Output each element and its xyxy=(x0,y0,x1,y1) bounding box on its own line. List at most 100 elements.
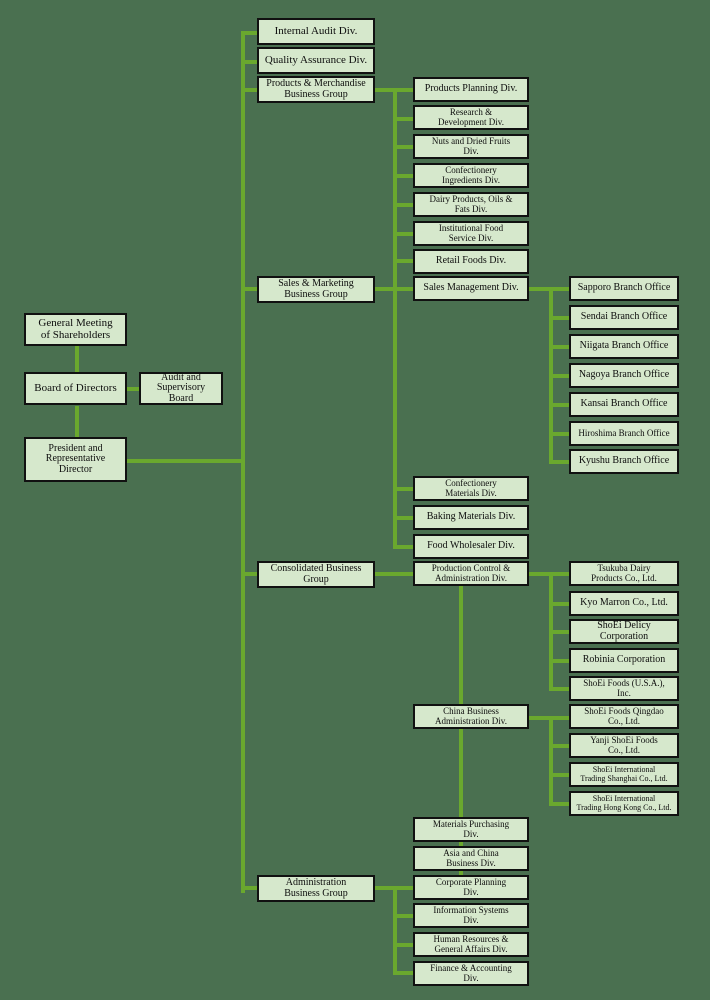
connector-china-sub-3 xyxy=(549,802,569,806)
branch-office-6-label: Kyushu Branch Office xyxy=(578,455,670,467)
node-subsidiary-shoei-international-trading-shanghai[interactable]: ShoEi International Trading Shanghai Co.… xyxy=(569,762,679,787)
connector-products-div-3 xyxy=(393,174,413,178)
connector-prod-sub-4 xyxy=(549,687,569,691)
products-div-1-line-2: Development Div. xyxy=(438,116,504,127)
node-nuts-dried-fruits-div[interactable]: Nuts and Dried Fruits Div. xyxy=(413,134,529,159)
node-quality-assurance-div[interactable]: Quality Assurance Div. xyxy=(257,47,375,74)
node-sales-marketing-business-group[interactable]: Sales & Marketing Business Group xyxy=(257,276,375,303)
node-products-merchandise-business-group[interactable]: Products & Merchandise Business Group xyxy=(257,76,375,103)
branch-office-1-label: Sendai Branch Office xyxy=(580,311,668,323)
node-baking-materials-div[interactable]: Baking Materials Div. xyxy=(413,505,529,530)
node-subsidiary-tsukuba-dairy-products[interactable]: Tsukuba Dairy Products Co., Ltd. xyxy=(569,561,679,586)
node-dairy-products-oils-fats-div[interactable]: Dairy Products, Oils & Fats Div. xyxy=(413,192,529,217)
node-sales-management-div[interactable]: Sales Management Div. xyxy=(413,276,529,301)
connector-sales-div-1 xyxy=(393,487,413,491)
connector-shareholders-to-board xyxy=(75,342,79,372)
node-food-wholesaler-div[interactable]: Food Wholesaler Div. xyxy=(413,534,529,559)
connector-spine-internal-audit xyxy=(241,31,259,35)
node-board-of-directors[interactable]: Board of Directors xyxy=(24,372,127,405)
prod-sub-4-line-2: Inc. xyxy=(617,687,631,698)
node-subsidiary-robinia-corporation[interactable]: Robinia Corporation xyxy=(569,648,679,673)
node-audit-and-supervisory-board[interactable]: Audit and Supervisory Board xyxy=(139,372,223,405)
node-branch-office-nagoya[interactable]: Nagoya Branch Office xyxy=(569,363,679,388)
node-branch-office-kyushu[interactable]: Kyushu Branch Office xyxy=(569,449,679,474)
connector-production-control-out xyxy=(529,572,553,576)
board-of-directors-label: Board of Directors xyxy=(34,381,117,394)
branch-office-0-label: Sapporo Branch Office xyxy=(577,282,671,294)
node-subsidiary-shoei-international-trading-hong-kong[interactable]: ShoEi International Trading Hong Kong Co… xyxy=(569,791,679,816)
node-retail-foods-div[interactable]: Retail Foods Div. xyxy=(413,249,529,274)
admin-div-2-line-1: Human Resources & xyxy=(433,934,509,945)
china-sub-2-line-1: ShoEi International xyxy=(592,765,656,775)
node-subsidiary-kyo-marron[interactable]: Kyo Marron Co., Ltd. xyxy=(569,591,679,616)
internal-audit-label: Internal Audit Div. xyxy=(274,24,358,37)
node-subsidiary-yanji-shoei-foods[interactable]: Yanji ShoEi Foods Co., Ltd. xyxy=(569,733,679,758)
node-administration-business-group[interactable]: Administration Business Group xyxy=(257,875,375,902)
node-production-control-administration-div[interactable]: Production Control & Administration Div. xyxy=(413,561,529,586)
node-materials-purchasing-div[interactable]: Materials Purchasing Div. xyxy=(413,817,529,842)
node-president-and-representative-director[interactable]: President and Representative Director xyxy=(24,437,127,482)
connector-consolidated-group-out xyxy=(375,572,413,576)
connector-branch-6 xyxy=(549,460,569,464)
node-internal-audit-div[interactable]: Internal Audit Div. xyxy=(257,18,375,45)
node-consolidated-business-group[interactable]: Consolidated Business Group xyxy=(257,561,375,588)
node-branch-office-sapporo[interactable]: Sapporo Branch Office xyxy=(569,276,679,301)
node-branch-office-sendai[interactable]: Sendai Branch Office xyxy=(569,305,679,330)
connector-sales-div-3 xyxy=(393,545,413,549)
connector-products-div-0 xyxy=(393,88,413,92)
node-branch-office-hiroshima[interactable]: Hiroshima Branch Office xyxy=(569,421,679,446)
connector-china-sub-0 xyxy=(549,716,569,720)
connector-branch-3 xyxy=(549,374,569,378)
connector-admin-div-0 xyxy=(393,886,413,890)
admin-div-0-line-1: Corporate Planning xyxy=(435,877,507,888)
node-subsidiary-shoei-foods-qingdao[interactable]: ShoEi Foods Qingdao Co., Ltd. xyxy=(569,704,679,729)
china-sub-3-line-2: Trading Hong Kong Co., Ltd. xyxy=(576,802,672,812)
china-sub-3-line-1: ShoEi International xyxy=(592,794,656,804)
prod-sub-0-line-2: Products Co., Ltd. xyxy=(591,572,657,583)
president-line-1: President and xyxy=(48,442,103,454)
products-div-6-line-1: Retail Foods Div. xyxy=(435,255,507,267)
connector-board-to-president xyxy=(75,406,79,438)
branch-office-3-label: Nagoya Branch Office xyxy=(578,369,670,381)
node-branch-office-kansai[interactable]: Kansai Branch Office xyxy=(569,392,679,417)
node-subsidiary-shoei-foods-usa[interactable]: ShoEi Foods (U.S.A.), Inc. xyxy=(569,676,679,701)
node-corporate-planning-div[interactable]: Corporate Planning Div. xyxy=(413,875,529,900)
node-china-business-administration-div[interactable]: China Business Administration Div. xyxy=(413,704,529,729)
prod-sub-3-line-1: Robinia Corporation xyxy=(582,654,666,666)
products-div-4-line-1: Dairy Products, Oils & xyxy=(429,194,513,205)
connector-products-div-4 xyxy=(393,203,413,207)
node-general-meeting-of-shareholders[interactable]: General Meeting of Shareholders xyxy=(24,313,127,346)
consolidated-div-3-line-2: Business Div. xyxy=(446,857,496,868)
connector-admin-div-2 xyxy=(393,943,413,947)
consolidated-div-2-line-1: Materials Purchasing xyxy=(432,819,510,830)
node-institutional-food-service-div[interactable]: Institutional Food Service Div. xyxy=(413,221,529,246)
connector-china-sub-1 xyxy=(549,744,569,748)
node-branch-office-niigata[interactable]: Niigata Branch Office xyxy=(569,334,679,359)
node-finance-accounting-div[interactable]: Finance & Accounting Div. xyxy=(413,961,529,986)
connector-board-to-audit xyxy=(127,387,141,391)
node-information-systems-div[interactable]: Information Systems Div. xyxy=(413,903,529,928)
node-asia-and-china-business-div[interactable]: Asia and China Business Div. xyxy=(413,846,529,871)
consolidated-div-1-line-1: China Business xyxy=(443,706,499,717)
node-human-resources-general-affairs-div[interactable]: Human Resources & General Affairs Div. xyxy=(413,932,529,957)
connector-spine-quality-assurance xyxy=(241,60,259,64)
node-research-development-div[interactable]: Research & Development Div. xyxy=(413,105,529,130)
node-confectionery-materials-div[interactable]: Confectionery Materials Div. xyxy=(413,476,529,501)
products-div-5-line-2: Service Div. xyxy=(448,232,494,243)
connector-admin-div-1 xyxy=(393,914,413,918)
consolidated-group-line-1: Consolidated Business xyxy=(270,563,362,574)
node-confectionery-ingredients-div[interactable]: Confectionery Ingredients Div. xyxy=(413,163,529,188)
shareholders-line-1: General Meeting xyxy=(38,316,113,329)
connector-branch-2 xyxy=(549,345,569,349)
products-div-2-line-1: Nuts and Dried Fruits xyxy=(431,136,511,147)
connector-products-div-6 xyxy=(393,259,413,263)
products-div-3-line-1: Confectionery xyxy=(445,165,497,176)
node-subsidiary-shoei-delicy[interactable]: ShoEi Delicy Corporation xyxy=(569,619,679,644)
products-div-3-line-2: Ingredients Div. xyxy=(442,174,500,185)
connector-prod-sub-2 xyxy=(549,630,569,634)
node-products-planning-div[interactable]: Products Planning Div. xyxy=(413,77,529,102)
audit-board-line-1: Audit and xyxy=(161,371,201,383)
connector-admin-div-3 xyxy=(393,971,413,975)
consolidated-div-1-line-2: Administration Div. xyxy=(435,715,507,726)
